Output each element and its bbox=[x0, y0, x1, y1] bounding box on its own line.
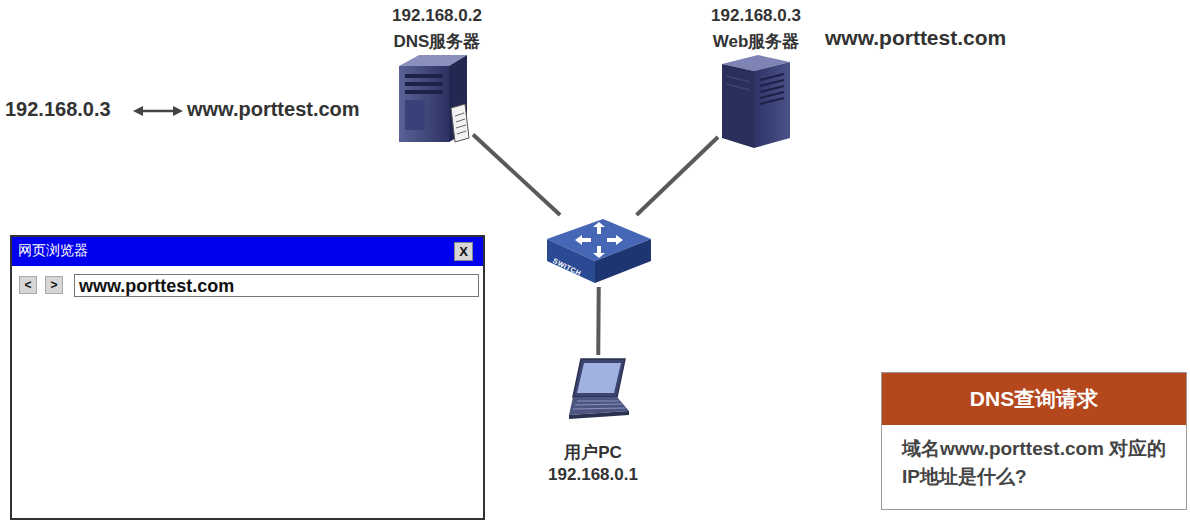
user-pc: 用户PC192.168.0.1 bbox=[565, 355, 631, 421]
back-button: < bbox=[19, 276, 37, 294]
box-body: 域名www.porttest.com 对应的IP地址是什么? bbox=[902, 435, 1168, 490]
ip-address: 192.168.0.2 bbox=[392, 6, 482, 26]
network-link bbox=[473, 134, 560, 215]
window-title: 网页浏览器 bbox=[18, 242, 88, 260]
server-icon bbox=[718, 52, 793, 150]
network-switch: SWITCH bbox=[545, 215, 653, 287]
network-link bbox=[598, 287, 599, 355]
box-title: DNS查询请求 bbox=[882, 373, 1186, 425]
query-box: DNS查询请求域名www.porttest.com 对应的IP地址是什么? bbox=[881, 372, 1187, 510]
close-button: X bbox=[454, 242, 473, 261]
server-name: Web服务器 bbox=[713, 30, 800, 53]
server-name: DNS服务器 bbox=[394, 30, 481, 53]
switch-icon bbox=[545, 215, 653, 287]
server-icon bbox=[393, 50, 473, 145]
pc-name: 用户PC bbox=[564, 441, 622, 464]
forward-button: > bbox=[45, 276, 63, 294]
domain-name: www.porttest.com bbox=[187, 98, 360, 121]
address-bar: www.porttest.com bbox=[74, 274, 479, 297]
browser-window: 网页浏览器 X < > www.porttest.com bbox=[10, 235, 485, 520]
link-line bbox=[473, 134, 560, 215]
ip-address: 192.168.0.3 bbox=[5, 98, 111, 121]
button-label: < bbox=[20, 277, 36, 293]
laptop-icon bbox=[565, 355, 631, 421]
web-server: 192.168.0.3Web服务器www.porttest.com bbox=[718, 52, 793, 150]
link-line bbox=[596, 287, 600, 355]
double-arrow bbox=[133, 106, 183, 116]
domain-name: www.porttest.com bbox=[825, 26, 1006, 50]
ip-address: 192.168.0.3 bbox=[711, 6, 801, 26]
button-label: X bbox=[455, 243, 472, 260]
url-text: www.porttest.com bbox=[79, 276, 234, 297]
ip-address: 192.168.0.1 bbox=[548, 465, 638, 485]
dns-server: 192.168.0.2DNS服务器 bbox=[393, 50, 473, 145]
button-label: > bbox=[46, 277, 62, 293]
link-line bbox=[637, 137, 718, 215]
network-link bbox=[637, 137, 718, 215]
